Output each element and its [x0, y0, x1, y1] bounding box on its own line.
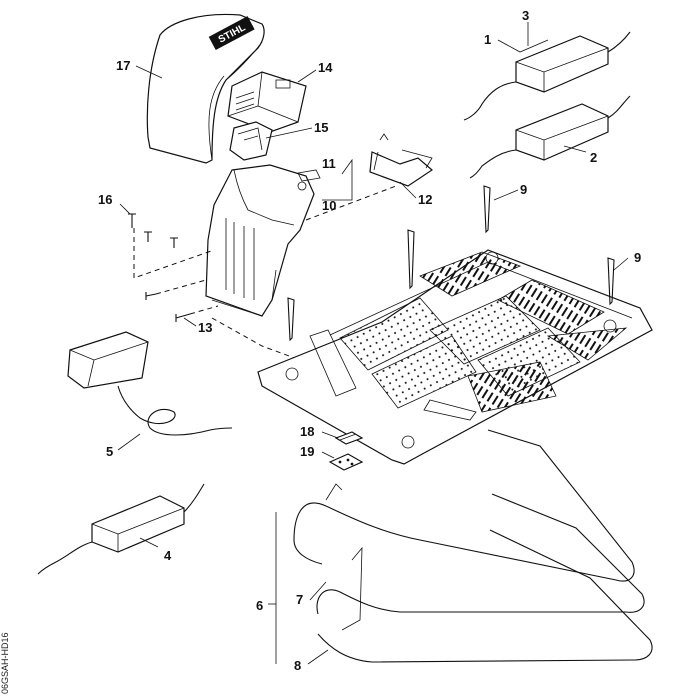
mounting-screw	[175, 313, 191, 322]
callout-2: 2	[590, 150, 597, 165]
power-supply	[37, 483, 205, 575]
callout-10: 10	[322, 198, 336, 213]
power-supply	[463, 31, 631, 121]
callout-13: 13	[198, 320, 212, 335]
callout-7: 7	[296, 592, 303, 607]
leader-lines	[117, 22, 629, 665]
power-supply	[469, 95, 631, 179]
hood-cover: STIHL	[146, 13, 265, 164]
callout-9: 9	[634, 250, 641, 265]
control-unit	[227, 71, 307, 133]
callout-16: 16	[98, 192, 112, 207]
callout-labels: 1 3 2 9 9 17 14 15 11 10 12 16 13 5 4 18…	[98, 8, 641, 673]
callout-18: 18	[300, 424, 314, 439]
callout-15: 15	[314, 120, 328, 135]
charging-station-base-plate	[257, 249, 653, 465]
callout-19: 19	[300, 444, 314, 459]
callout-8: 8	[294, 658, 301, 673]
ground-peg	[607, 257, 615, 306]
docking-contact-bracket	[229, 121, 273, 161]
callout-5: 5	[106, 444, 113, 459]
callout-1: 1	[484, 32, 491, 47]
connection-cable	[67, 331, 233, 436]
cover-housing	[205, 164, 315, 317]
callout-9: 9	[520, 182, 527, 197]
callout-12: 12	[418, 192, 432, 207]
screw-set	[128, 213, 178, 300]
callout-14: 14	[318, 60, 333, 75]
ground-peg	[483, 185, 491, 234]
ground-peg	[287, 297, 295, 342]
callout-4: 4	[164, 548, 172, 563]
fastening-clip	[297, 169, 321, 182]
circuit-board	[328, 453, 364, 471]
callout-6: 6	[256, 598, 263, 613]
terminal-block	[334, 431, 364, 445]
callout-3: 3	[522, 8, 529, 23]
document-code: 06GSAH-HD16	[0, 632, 10, 694]
ground-peg	[407, 229, 415, 290]
callout-17: 17	[116, 58, 130, 73]
boundary-wire-loop	[293, 429, 653, 663]
cable-holder	[369, 133, 433, 187]
callout-11: 11	[322, 156, 336, 171]
